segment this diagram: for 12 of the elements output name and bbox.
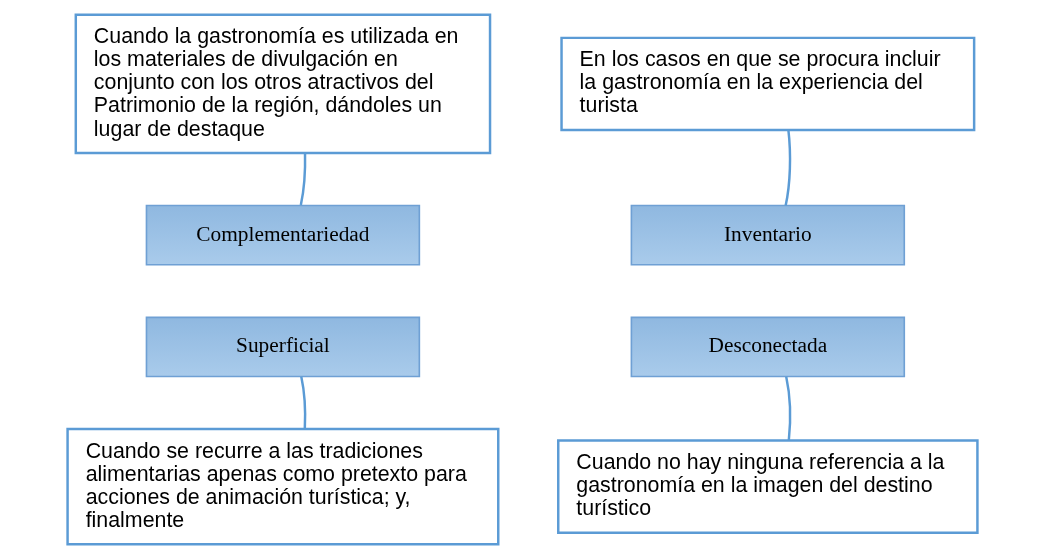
connector: [784, 376, 791, 441]
node-box: Inventario: [630, 204, 905, 266]
connector: [299, 376, 306, 429]
node-box: Cuando se recurre a las tradiciones alimentarias apenas como pretexto para acciones de animación turística; y, finalmente: [65, 427, 499, 546]
node-box: Desconectada: [630, 316, 905, 378]
node-box: En los casos en que se procura incluir la gastronomía en la experiencia del turista: [559, 36, 975, 132]
connector: [783, 129, 791, 206]
node-box: Superficial: [145, 316, 420, 378]
node-box: Cuando no hay ninguna referencia a la gastronomía en la imagen del destino turístico: [556, 439, 979, 534]
connector: [299, 153, 306, 206]
node-box: Cuando la gastronomía es utilizada en los materiales de divulgación en conjunto con los otros atractivos del Patrimonio de la región, dándoles un lugar de destaque: [74, 13, 491, 155]
node-box: Complementariedad: [145, 204, 420, 266]
